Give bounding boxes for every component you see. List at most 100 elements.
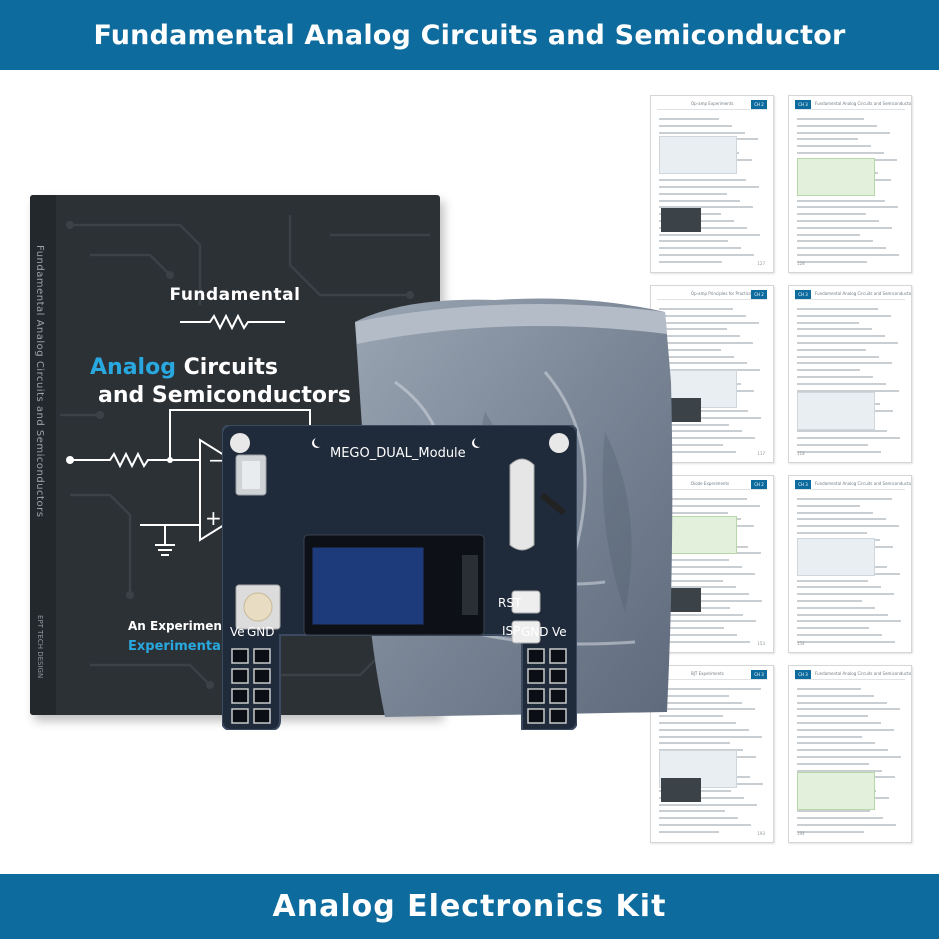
isp-label: ISP [502,624,521,638]
left-header-ve: Ve [230,625,245,639]
page-text-line [659,600,762,602]
page-text-line [659,579,723,582]
page-text-line [797,131,890,134]
page-text-line [797,824,896,826]
page-text-line [797,308,878,310]
page-text-line [797,444,868,446]
page-text-line [797,389,899,392]
page-figure [659,136,737,174]
page-text-line [797,722,881,724]
page-text-line [797,498,892,500]
page-text-line [797,226,892,229]
page-text-line [797,817,883,820]
page-figure [797,158,875,196]
book-spine: Fundamental Analog Circuits and Semicond… [30,195,56,715]
page-chapter-tab: CH 2 [751,290,767,299]
page-number: 128 [797,261,805,266]
page-text-line [659,735,762,738]
page-text-line [659,620,756,623]
page-text-line [797,769,882,772]
page-text-line [659,701,742,704]
page-text-line [797,532,867,534]
page-text-line [659,694,729,697]
page-text-line [797,124,877,127]
page-text-line [797,369,860,372]
page-text-line [659,199,740,202]
book-subtitle-accent: Experimental- [128,639,231,654]
page-text-line [797,260,867,263]
page-chapter-tab: CH 3 [795,670,811,679]
page-text-line [659,118,719,120]
page-figure [797,772,875,810]
page-text-line [659,613,743,616]
page-header-text: Diode Experiments [691,481,730,486]
page-header-rule [795,670,905,680]
page-header-rule [795,100,905,110]
page-text-line [659,824,751,826]
page-text-line [659,437,755,440]
page-text-line [797,688,861,690]
page-text-line [797,749,888,752]
page-text-line [659,308,733,310]
page-text-line [659,314,746,317]
page-figure [797,538,875,576]
rst-label: RST [498,596,522,610]
page-text-line [797,254,899,256]
page-text-line [797,152,884,154]
page-chapter-tab: CH 3 [795,480,811,489]
page-chapter-tab: CH 3 [751,670,767,679]
page-text-line [659,640,750,643]
page-text-line [797,314,891,317]
page-header-text: Fundamental Analog Circuits and Semicond… [815,671,912,676]
page-header-rule [657,290,767,300]
page-text-line [797,328,872,331]
page-text-line [797,342,898,344]
page-number: 118 [797,451,805,456]
page-text-line [659,511,728,514]
page-text-line [659,586,736,589]
page-text-line [659,810,725,813]
page-text-line [797,233,860,236]
page-text-line [659,728,749,731]
page-text-line [659,504,760,507]
page-text-line [797,511,873,514]
page-text-line [659,450,736,453]
page-header-text: Fundamental Analog Circuits and Semicond… [815,291,912,296]
page-text-line [797,579,868,582]
mego-dual-module [222,425,577,730]
page-text-line [797,600,862,602]
page-text-line [797,335,885,338]
page-text-line [659,192,727,195]
page-text-line [797,627,869,630]
page-text-line [659,254,754,256]
page-text-line [797,382,886,385]
page-text-line [659,572,755,575]
page-text-line [797,213,866,216]
page-header-rule [795,290,905,300]
book-title-accent: Analog [90,355,176,380]
page-header-rule [657,480,767,490]
page-text-line [797,593,894,596]
left-header-gnd: GND [247,625,275,639]
page-text-line [797,206,898,209]
page-text-line [797,518,886,521]
page-text-line [659,444,723,446]
page-text-line [797,728,894,731]
page-text-line [797,701,887,704]
page-text-line [659,362,747,365]
page-text-line [659,627,724,630]
page-text-line [659,124,732,127]
page-header-rule [657,100,767,110]
page-number: 117 [757,451,765,456]
page-text-line [797,430,887,433]
page-chapter-tab: CH 3 [795,100,811,109]
page-header-rule [657,670,767,680]
spine-title: Fundamental Analog Circuits and Semicond… [34,245,45,518]
page-text-line [797,694,874,697]
page-text-line [659,817,738,820]
spine-publisher: EPT TECH DESIGN [36,615,44,679]
page-text-line [659,742,730,745]
